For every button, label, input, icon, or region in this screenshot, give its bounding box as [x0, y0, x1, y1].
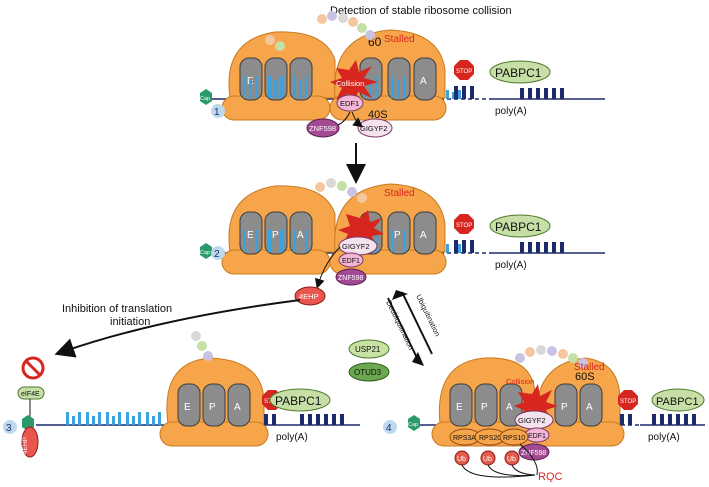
figure-title: Detection of stable ribosome collision — [330, 5, 512, 17]
site-a-label-3: A — [234, 402, 241, 413]
edf1-label-2: EDF1 — [342, 258, 360, 265]
usp21-label: USP21 — [355, 345, 381, 354]
site-e-label-3: E — [184, 402, 191, 413]
edf1-label-4: EDF1 — [528, 433, 546, 440]
collision-star-1 — [330, 60, 378, 106]
site-a-label-4b: A — [586, 402, 593, 413]
pabpc1-label-3: PABPC1 — [275, 394, 322, 408]
site-a-label: A — [420, 76, 427, 87]
nascent-chain-2 — [315, 178, 367, 203]
rps20-label: RPS20 — [479, 435, 501, 442]
cap-label-2: Cap — [200, 250, 210, 256]
znf598-label-1: ZNF598 — [309, 124, 336, 133]
polya-label-2: poly(A) — [495, 260, 527, 271]
inhibition-label-line-2: initiation — [110, 316, 150, 328]
collision-label-4: Collision — [506, 377, 534, 386]
site-a-label-2b: A — [420, 230, 427, 241]
subunit-40s-label: 40S — [368, 109, 388, 121]
step-number-2: 2 — [214, 249, 220, 260]
site-p-label-2: P — [272, 230, 279, 241]
gigyf2-label-2: GIGYF2 — [342, 242, 370, 251]
stop-label-2: STOP — [456, 223, 472, 229]
rps10-label: RPS10 — [503, 435, 525, 442]
inhibition-label-line-1: Inhibition of translation — [62, 303, 172, 315]
panel-2: E P A E P A GIGYF2 — [200, 178, 605, 306]
panel-4: E P A P A 60S Collision Stalled GIGYF2 E… — [383, 345, 705, 483]
rps3a-label: RPS3A — [453, 435, 476, 442]
step-number-3: 3 — [6, 423, 12, 434]
inhibition-arrow — [54, 299, 301, 358]
pabpc1-label-1: PABPC1 — [495, 66, 542, 80]
ub-label-1: Ub — [457, 456, 466, 463]
eif4e-label: eIF4E — [21, 391, 40, 398]
znf598-label-2: ZNF598 — [338, 275, 363, 282]
stop-label-1: STOP — [456, 69, 472, 75]
collision-label-1: Collision — [336, 79, 364, 88]
ub-label-3: Ub — [507, 456, 516, 463]
stalled-label-4: Stalled — [574, 362, 605, 373]
polya-label-3: poly(A) — [276, 432, 308, 443]
stalled-label-2: Stalled — [384, 188, 415, 199]
ub-deub-arrows: Ubiquitination Deubiquitination — [384, 290, 442, 366]
otud3-label: OTUD3 — [354, 368, 382, 377]
cap-label-1: Cap — [200, 96, 210, 102]
site-a-label-2: A — [297, 230, 304, 241]
site-p-label-2b: P — [394, 230, 401, 241]
site-a-label-4: A — [506, 402, 513, 413]
site-p-label-3: P — [209, 402, 216, 413]
ribosome-3: E P A — [159, 357, 269, 447]
nascent-chain-4 — [515, 345, 588, 368]
pabpc1-label-2: PABPC1 — [495, 220, 542, 234]
panel-1: E A 60 40S Co — [200, 11, 605, 138]
cap-label-4: Cap — [408, 422, 418, 428]
stalled-label-1: Stalled — [384, 34, 415, 45]
panel-3: eIF4E 4EHP E P A STOP — [3, 331, 360, 458]
site-p-label-4: P — [481, 402, 488, 413]
edf1-label-1: EDF1 — [340, 99, 359, 108]
ubiquitination-label: Ubiquitination — [414, 293, 442, 338]
step-number-4: 4 — [386, 423, 392, 434]
pabpc1-label-4: PABPC1 — [656, 396, 699, 408]
gigyf2-label-4: GIGYF2 — [518, 416, 546, 425]
fourehp-label-3: 4EHP — [22, 437, 29, 454]
deubiquitination-label: Deubiquitination — [384, 299, 416, 351]
stop-label-4: STOP — [620, 399, 636, 405]
ribosome-left-2: E P A — [221, 185, 336, 275]
znf598-label-4: ZNF598 — [521, 450, 546, 457]
ub-label-2: Ub — [483, 456, 492, 463]
rqc-label: RQC — [538, 471, 563, 482]
step-number-1: 1 — [214, 107, 220, 118]
fourehp-label-2: 4EHP — [299, 292, 319, 301]
subunit-60s-label: 60S — [575, 371, 595, 383]
polya-label-4: poly(A) — [648, 432, 680, 443]
polya-label-1: poly(A) — [495, 106, 527, 117]
nascent-chain-1 — [265, 11, 375, 51]
site-e-label-2: E — [247, 230, 254, 241]
site-p-label-4b: P — [561, 402, 568, 413]
gigyf2-label-1: GIGYF2 — [360, 124, 388, 133]
site-e-label-4: E — [456, 402, 463, 413]
